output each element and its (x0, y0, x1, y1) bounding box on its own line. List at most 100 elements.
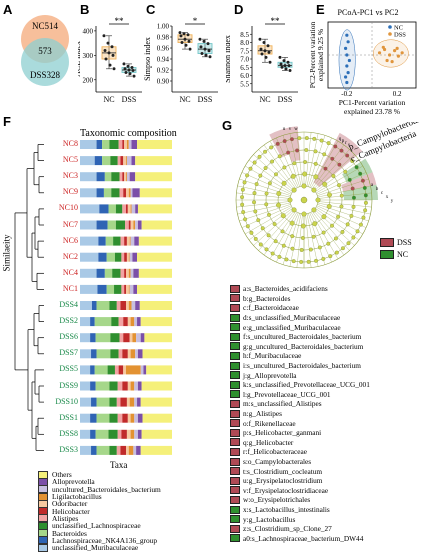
bar-segment (131, 140, 138, 149)
clade-node (313, 149, 318, 154)
bar-segment (91, 445, 97, 455)
bar-segment (126, 365, 141, 375)
clade-spoke (239, 178, 291, 196)
bar-segment (80, 317, 91, 327)
y-axis-label-1: PC2-Percent variation (308, 22, 317, 89)
legend-label: a0:s_Lachnospiraceae_bacterium_DW44 (243, 533, 364, 543)
group-legend-dss: DSS (380, 238, 412, 248)
bar-segment (132, 333, 137, 343)
highlight-sector (281, 126, 301, 162)
clade-node (245, 224, 250, 229)
legend-label: Alloprevotella (52, 477, 95, 487)
bar-segment (131, 301, 136, 310)
dss-point (207, 49, 211, 53)
bar-segment (91, 301, 97, 310)
sample-label-dss9: DSS9 (59, 380, 78, 390)
nc-point (102, 34, 106, 38)
nc-point (268, 60, 272, 64)
bar-segment (126, 188, 129, 198)
legend-dot (388, 25, 392, 29)
sample-label-nc2: NC2 (62, 251, 78, 261)
x-tick: 0.2 (393, 90, 402, 98)
legend-label: n:g_Alistipes (243, 409, 282, 419)
bar-segment (80, 445, 92, 455)
bar-segment (144, 333, 172, 343)
bar-segment (128, 301, 132, 310)
bar-segment (111, 188, 120, 198)
clade-spoke (317, 192, 372, 199)
y-tick-label: 1.00 (157, 23, 170, 31)
taxa-legend-item: unclassified_Muribaculaceae (38, 543, 138, 552)
clade-node (312, 221, 318, 227)
clade-node (281, 180, 287, 186)
clade-spoke (308, 135, 326, 187)
bar-segment (96, 349, 111, 359)
bar-segment (103, 188, 112, 198)
bar-segment (98, 252, 107, 262)
clade-node (340, 230, 345, 234)
bar-segment (135, 156, 172, 166)
bar-segment (80, 252, 99, 262)
clade-node (327, 192, 332, 198)
bar-segment (94, 156, 103, 166)
legend-label: b:g_Bacteroides (243, 293, 291, 303)
legend-label: e:g_unclassified_Muribaculaceae (243, 322, 341, 332)
bar-segment (140, 445, 172, 455)
clade-node (328, 254, 333, 259)
legend-label: w:o_Erysipelotrichales (243, 495, 311, 505)
bar-segment (129, 333, 133, 343)
clade-node (319, 138, 324, 143)
legend-label: f:s_uncultured_Bacteroidales_bacterium (243, 332, 362, 342)
clade-spoke (236, 201, 291, 208)
dss-point (203, 47, 207, 51)
legend-label: DSS (394, 32, 406, 39)
panel-e-label: E (316, 2, 325, 17)
clade-spoke (263, 144, 296, 189)
nc-point (264, 55, 268, 59)
lefse-taxon-item: q:g_Helicobacter (230, 438, 293, 448)
clade-spoke (296, 132, 303, 187)
sample-label-nc8: NC8 (62, 139, 78, 148)
bar-segment (110, 156, 118, 166)
legend-label: s:o_Campylobacterales (243, 457, 312, 467)
bar-segment (110, 333, 120, 343)
bar-segment (95, 381, 110, 391)
bar-segment (120, 397, 127, 407)
nc-point (110, 45, 114, 49)
highlight-campylobacterota (313, 132, 363, 188)
bar-segment (146, 365, 172, 375)
bar-segment (127, 317, 131, 327)
clade-node (317, 245, 322, 250)
clade-spoke (316, 172, 367, 195)
bar-segment (130, 188, 133, 198)
y-axis-label-2: explained 9.25 % (316, 29, 325, 81)
legend-label: o:f_Rikenellaceae (243, 418, 296, 428)
dss-point (208, 55, 212, 59)
bar-segment (122, 140, 125, 149)
clade-node (267, 181, 272, 186)
bar-segment (126, 429, 131, 439)
clade-node (243, 217, 248, 222)
y-tick-label: 8.0 (240, 39, 249, 47)
y-axis-label: Simpso index (144, 37, 152, 81)
clade-node (256, 218, 261, 223)
clade-node (308, 247, 313, 252)
dss-point (280, 65, 284, 69)
bar-segment (129, 252, 133, 262)
legend-label: i:s_uncultured_Bacteroidales_bacterium (243, 361, 361, 371)
clade-letter: a (371, 183, 374, 188)
bar-segment (109, 301, 117, 310)
legend-swatch (230, 313, 240, 322)
lefse-taxon-item: h:f_Muribaculaceae (230, 351, 301, 361)
bar-segment (102, 156, 111, 166)
bar-segment (118, 140, 123, 149)
sample-label-nc9: NC9 (62, 187, 78, 197)
bar-segment (126, 204, 128, 214)
clade-node (311, 234, 316, 239)
nc-point (178, 31, 182, 35)
clade-node (323, 166, 328, 171)
pcoa-point (390, 60, 394, 64)
